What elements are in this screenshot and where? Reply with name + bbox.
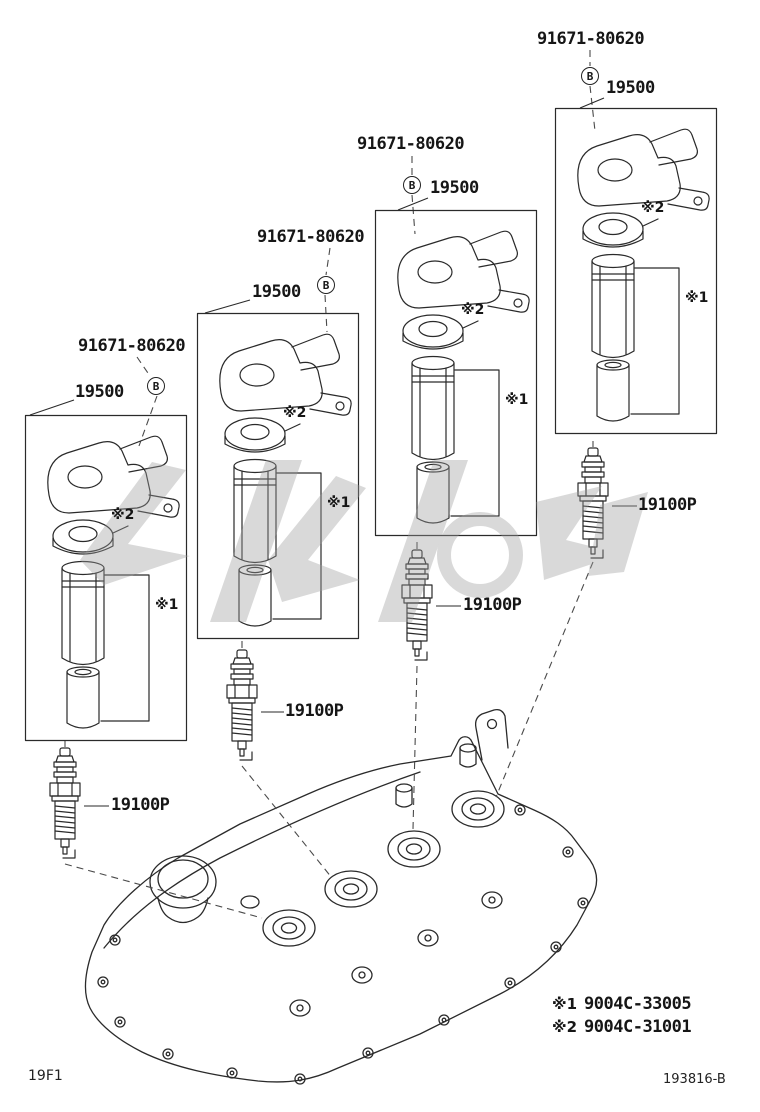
bolt-marker-4: B (581, 67, 599, 85)
coil-part-label-1: 19500 (75, 382, 124, 402)
boot-ref-label-2: ※1 (327, 495, 351, 511)
valve-cover-drawing (84, 708, 598, 1085)
coil-part-label-3: 19500 (430, 178, 479, 198)
spark-plug-part-label-1: 19100P (111, 795, 170, 815)
page-code: 19F1 (28, 1068, 63, 1084)
watermark (80, 460, 648, 622)
label-leader-lines (29, 97, 637, 807)
washer-ref-label-1: ※2 (111, 507, 135, 523)
spark-plug-part-label-3: 19100P (463, 595, 522, 615)
bolt-part-label-2: 91671-80620 (257, 227, 365, 247)
washer-ref-label-2: ※2 (283, 405, 307, 421)
boot-ref-label-3: ※1 (505, 392, 529, 408)
bolt-marker-letter: B (408, 178, 416, 192)
legend-part-number: 9004C-33005 (584, 994, 692, 1014)
bolt-part-label-3: 91671-80620 (357, 134, 465, 154)
washer-ref-label-4: ※2 (641, 200, 665, 216)
legend: ※1 9004C-33005 ※2 9004C-31001 (552, 994, 692, 1040)
spark-plug-2 (226, 649, 258, 761)
spark-plug-part-label-4: 19100P (638, 495, 697, 515)
boot-ref-label-4: ※1 (685, 290, 709, 306)
coil-part-label-4: 19500 (606, 78, 655, 98)
bolt-marker-letter: B (152, 379, 160, 393)
coil-part-label-2: 19500 (252, 282, 301, 302)
drawing-number: 193816-B (663, 1072, 726, 1087)
dashed-leader-lines (64, 50, 596, 919)
bolt-marker-letter: B (586, 69, 594, 83)
bolt-part-label-1: 91671-80620 (78, 336, 186, 356)
bolt-part-label-4: 91671-80620 (537, 29, 645, 49)
spark-plug-1 (49, 747, 81, 859)
bolt-marker-letter: B (322, 278, 330, 292)
spark-plug-part-label-2: 19100P (285, 701, 344, 721)
ignition-coil-assembly-4 (554, 107, 718, 435)
boot-ref-label-1: ※1 (155, 597, 179, 613)
legend-part-number: 9004C-31001 (584, 1017, 692, 1037)
legend-symbol: ※2 (552, 1018, 578, 1036)
legend-symbol: ※1 (552, 995, 578, 1013)
washer-ref-label-3: ※2 (461, 302, 485, 318)
bolt-marker-1: B (147, 377, 165, 395)
bolt-marker-3: B (403, 176, 421, 194)
legend-row: ※1 9004C-33005 (552, 994, 692, 1017)
bolt-marker-2: B (317, 276, 335, 294)
legend-row: ※2 9004C-31001 (552, 1017, 692, 1040)
